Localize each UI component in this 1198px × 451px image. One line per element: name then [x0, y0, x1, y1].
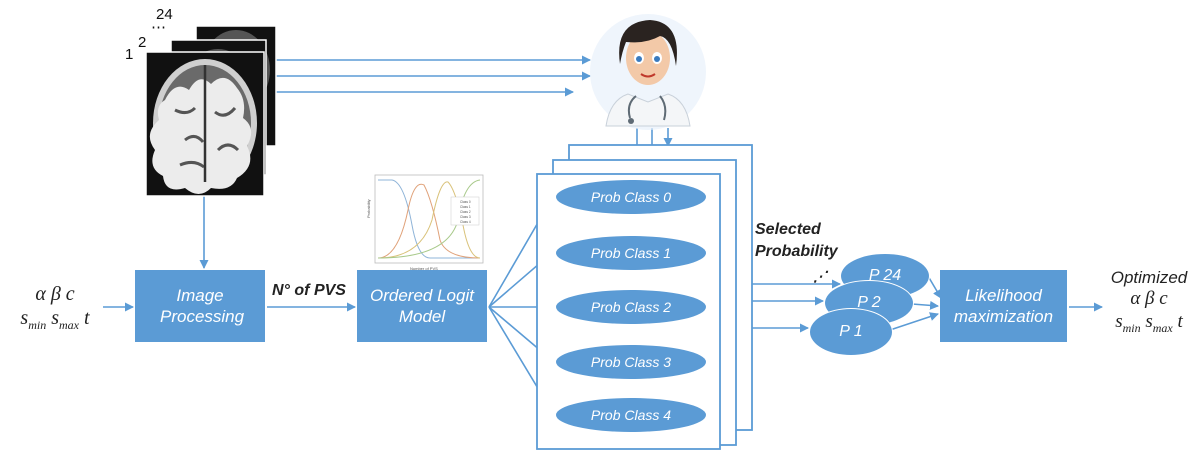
mini-legend-class2: Class 2	[460, 210, 471, 214]
mini-legend-class1: Class 1	[460, 205, 471, 209]
ordered-logit-label: Ordered Logit Model	[370, 285, 474, 326]
class-ellipse-1: Prob Class 1	[556, 236, 706, 270]
ordered-logit-box: Ordered Logit Model	[357, 270, 487, 342]
class-ellipse-2: Prob Class 2	[556, 290, 706, 324]
brain-mri-slice-icon	[149, 59, 257, 194]
output-params-line2: smin smax t	[1115, 311, 1183, 335]
p-nodes-dots: ⋰	[813, 268, 827, 284]
n-pvs-label: N° of PVS	[272, 282, 346, 299]
mini-legend-class3: Class 3	[460, 215, 471, 219]
selected-probability-label: Selected Probability	[755, 221, 838, 260]
mini-probability-chart: Probability Number of PVS Class 0 Class …	[366, 174, 484, 271]
mini-chart-xlabel: Number of PVS	[410, 266, 438, 271]
likelihood-label: Likelihood maximization	[953, 285, 1054, 326]
mri-stack	[145, 25, 277, 197]
class-ellipse-3: Prob Class 3	[556, 345, 706, 379]
input-params-line2: smin smax t	[20, 307, 90, 332]
p2-to-likelihood-arrow	[911, 300, 939, 310]
image-processing-label: Image Processing	[160, 285, 245, 326]
class-ellipse-4: Prob Class 4	[556, 398, 706, 432]
doctor-avatar-icon	[590, 14, 706, 130]
mini-chart-ylabel: Probability	[366, 199, 371, 218]
likelihood-box: Likelihood maximization	[940, 270, 1067, 342]
p1-node: P 1	[809, 308, 893, 356]
class-ellipse-0: Prob Class 0	[556, 180, 706, 214]
output-params-line1: α β c	[1130, 288, 1168, 310]
mini-legend-class0: Class 0	[460, 200, 471, 204]
slice-label-1: 1	[125, 46, 134, 63]
slice-label-dots: ⋯	[151, 19, 166, 36]
image-processing-box: Image Processing	[135, 270, 265, 342]
p1-to-likelihood-arrow	[889, 312, 939, 331]
output-params: Optimized α β c smin smax t	[1102, 268, 1196, 335]
slice-label-2: 2	[138, 34, 147, 51]
output-title: Optimized	[1110, 268, 1188, 287]
p24-to-likelihood-arrow	[927, 275, 942, 299]
input-params: α β c smin smax t	[14, 282, 96, 332]
mini-legend-class4: Class 4	[460, 220, 471, 224]
input-params-line1: α β c	[35, 283, 75, 305]
slice-label-24: 24	[156, 6, 173, 23]
